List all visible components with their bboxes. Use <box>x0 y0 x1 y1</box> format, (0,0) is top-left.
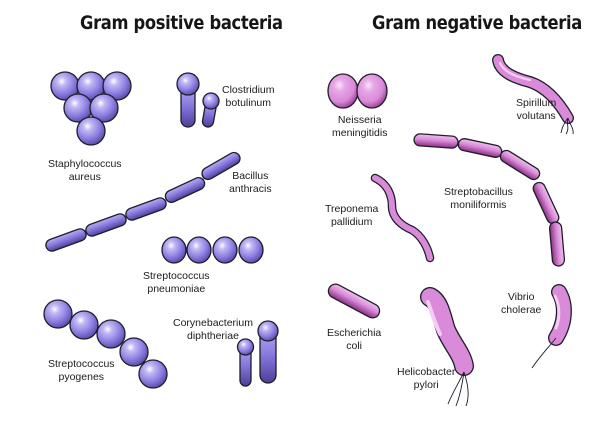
staphylococcus-aureus-illustration <box>50 71 132 146</box>
heading-gram-positive: Gram positive bacteria <box>80 12 283 34</box>
neisseria-meningitidis-illustration <box>327 73 388 109</box>
streptobacillus-moniliformis-illustration <box>413 133 566 267</box>
clostridium-botulinum-illustration <box>176 72 220 128</box>
corynebacterium-diphtheriae-illustration <box>236 320 279 387</box>
treponema-pallidium-illustration <box>370 173 435 263</box>
spirillum-volutans-illustration <box>492 54 574 135</box>
heading-gram-negative: Gram negative bacteria <box>372 12 582 34</box>
escherichia-coli-illustration <box>327 283 381 319</box>
helicobacter-pylori-illustration <box>420 287 474 407</box>
vibrio-cholerae-illustration <box>531 284 572 369</box>
streptococcus-pneumoniae-illustration <box>161 236 264 264</box>
streptococcus-pyogenes-illustration <box>43 299 168 389</box>
bacillus-anthracis-illustration <box>45 151 241 252</box>
